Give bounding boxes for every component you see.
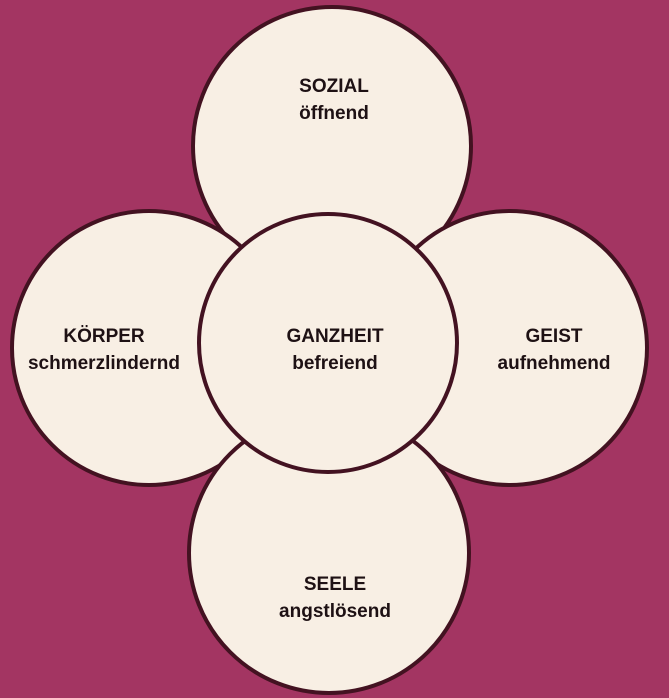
label-left-subtitle: schmerzlindernd <box>27 353 181 374</box>
label-right-title: GEIST <box>525 326 583 347</box>
label-bottom: SEELE angstlösend <box>215 571 455 625</box>
label-right: GEIST aufnehmend <box>434 323 669 377</box>
label-center: GANZHEIT befreiend <box>215 323 455 377</box>
label-top: SOZIAL öffnend <box>214 73 454 127</box>
circle-center <box>197 212 459 474</box>
label-bottom-subtitle: angstlösend <box>279 601 391 622</box>
label-bottom-title: SEELE <box>303 574 367 595</box>
label-right-subtitle: aufnehmend <box>497 353 611 374</box>
label-top-title: SOZIAL <box>299 76 369 97</box>
label-center-title: GANZHEIT <box>286 326 384 347</box>
label-center-subtitle: befreiend <box>292 353 378 374</box>
label-left-title: KÖRPER <box>63 326 145 347</box>
label-left: KÖRPER schmerzlindernd <box>0 323 224 377</box>
label-top-subtitle: öffnend <box>299 103 369 124</box>
